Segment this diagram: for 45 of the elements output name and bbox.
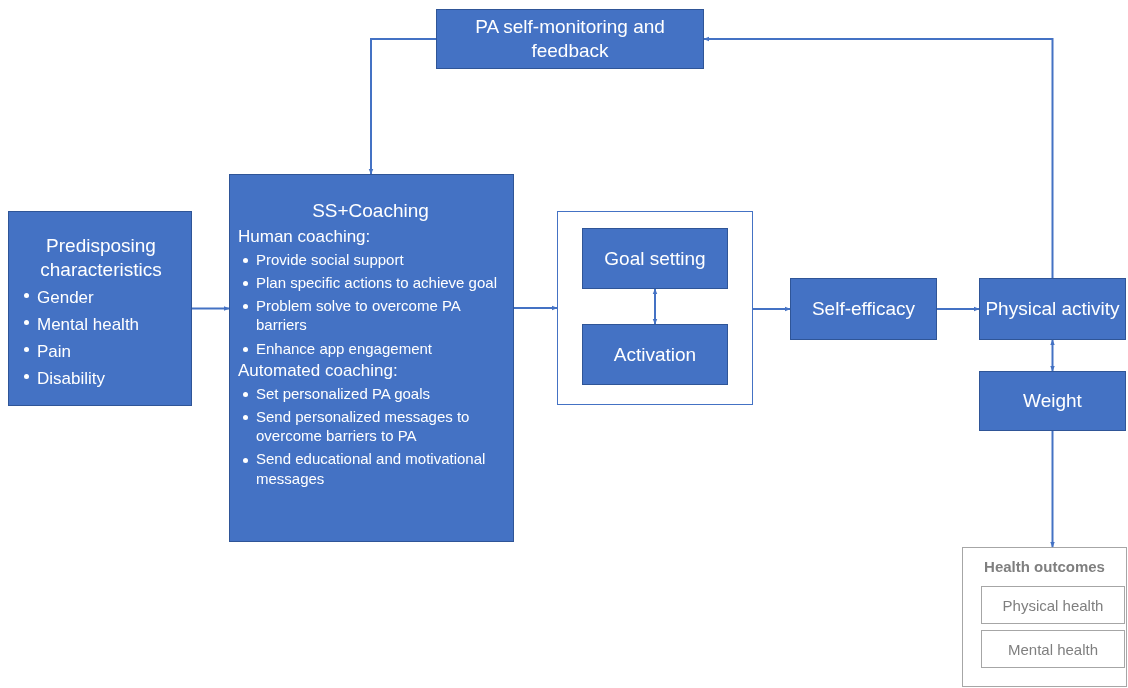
arrow: [368, 38, 437, 175]
arrow: [936, 306, 980, 312]
process-box: [8, 211, 192, 406]
box-label: PA self-monitoring and feedback: [474, 15, 666, 63]
group-frame: [557, 211, 753, 405]
box-label: Self-efficacy: [811, 297, 916, 321]
list-item: Mental health: [19, 310, 183, 338]
process-box: [582, 324, 728, 385]
arrow: [703, 36, 1054, 279]
box-title: Predisposing characteristics: [39, 234, 163, 282]
arrow: [652, 288, 658, 325]
list-item: Provide social support: [238, 249, 503, 270]
outcome-box: [981, 586, 1125, 624]
list-item: Send educational and motivational messages: [238, 449, 503, 488]
arrow: [752, 306, 791, 312]
outcome-box: [981, 630, 1125, 668]
process-box: [790, 278, 937, 340]
arrow: [1050, 339, 1055, 372]
process-box: [979, 371, 1126, 431]
list-item: Plan specific actions to achieve goal: [238, 273, 503, 293]
outcome-group-box: [962, 547, 1127, 687]
list-item: Gender: [19, 283, 183, 311]
list-item: Disability: [19, 365, 183, 393]
process-box: [229, 174, 514, 542]
list-item: Enhance app engagement: [238, 338, 503, 358]
box-label: Weight: [1023, 389, 1082, 413]
box-label: Physical health: [1002, 596, 1104, 614]
list-item: Set personalized PA goals: [238, 383, 503, 404]
process-box: [979, 278, 1126, 340]
arrow: [513, 305, 558, 311]
section-heading: Automated coaching:: [238, 359, 399, 382]
list-item: Pain: [19, 337, 183, 366]
box-label: Activation: [613, 342, 697, 367]
box-title: SS+Coaching: [311, 199, 430, 223]
arrow: [1050, 430, 1055, 548]
list-item: Problem solve to overcome PA barriers: [238, 296, 503, 335]
box-label: Physical activity: [985, 297, 1120, 321]
box-label: Mental health: [1007, 640, 1099, 658]
group-heading: Health outcomes: [983, 557, 1106, 575]
process-box: [582, 228, 728, 289]
arrow: [191, 306, 230, 311]
box-label: Goal setting: [604, 246, 706, 271]
list-item: Send personalized messages to overcome barriers to PA: [238, 407, 503, 446]
section-heading: Human coaching:: [238, 225, 372, 248]
process-box: [436, 9, 704, 69]
